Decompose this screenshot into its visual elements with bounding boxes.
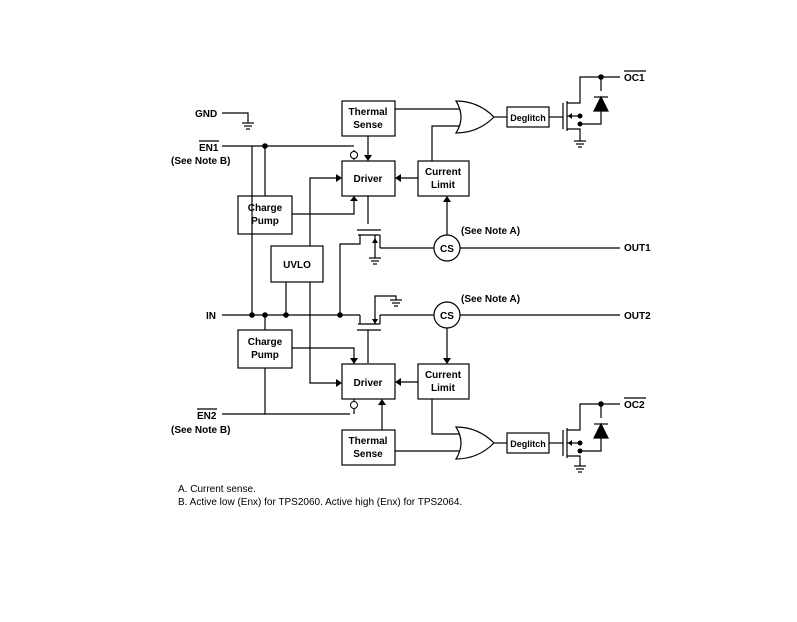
current-limit-2-line1: Current — [425, 370, 462, 381]
arrow-head — [364, 155, 372, 161]
oc1-output-stage — [562, 76, 620, 148]
pin-label-gnd: GND — [195, 109, 217, 120]
en1-note: (See Note B) — [171, 156, 230, 167]
arrow-head — [395, 174, 401, 182]
junction-dot — [577, 121, 583, 127]
junction-dot — [337, 312, 343, 318]
junction-dot — [598, 401, 604, 407]
power-fet-2 — [357, 295, 434, 363]
arrow-head — [443, 358, 451, 364]
or-gate-1 — [454, 100, 495, 134]
driver-1-block — [341, 160, 396, 197]
thermal-sense-2-block — [341, 429, 396, 466]
pin-label-oc2: OC2 — [624, 400, 645, 411]
driver-2-block — [341, 363, 396, 400]
current-limit-2-block — [417, 363, 470, 400]
power-fet-1 — [339, 196, 434, 314]
current-limit-1-block — [417, 160, 470, 197]
junction-dot — [577, 440, 583, 446]
charge-pump-2-line1: Charge — [248, 337, 283, 348]
charge-pump-1-block — [237, 195, 293, 235]
pin-label-in: IN — [206, 311, 216, 322]
uvlo-label: UVLO — [283, 260, 311, 271]
note-b: B. Active low (Enx) for TPS2060. Active … — [178, 497, 462, 508]
limit-to-or-1 — [431, 125, 460, 161]
en2-invert-bubble — [350, 401, 358, 409]
junction-dot — [577, 448, 583, 454]
arrow-head — [443, 196, 451, 202]
thermal-sense-2-line2: Sense — [353, 449, 383, 460]
charge-pump-2-block — [237, 329, 293, 369]
junction-dot — [577, 113, 583, 119]
cs-2-note: (See Note A) — [461, 294, 520, 305]
pin-label-oc1: OC1 — [624, 73, 645, 84]
en1-invert-bubble — [350, 151, 358, 159]
current-limit-1-line2: Limit — [431, 180, 456, 191]
charge-pump-2-line2: Pump — [251, 350, 279, 361]
junction-dot — [249, 312, 255, 318]
arrow-head — [336, 379, 342, 387]
cs-1-label: CS — [440, 244, 454, 255]
driver-1-label: Driver — [354, 174, 383, 185]
pin-label-en1: EN1 — [199, 143, 219, 154]
pin-label-en2: EN2 — [197, 411, 217, 422]
deglitch-2-label: Deglitch — [510, 439, 546, 449]
thermal-sense-1-line2: Sense — [353, 120, 383, 131]
thermal-sense-1-line1: Thermal — [349, 107, 388, 118]
arrow-head — [395, 378, 401, 386]
thermal-sense-2-line1: Thermal — [349, 436, 388, 447]
en2-wire — [264, 368, 350, 415]
arrow-head — [378, 399, 386, 405]
or-gate-2 — [454, 426, 495, 460]
charge-pump-1-line1: Charge — [248, 203, 283, 214]
deglitch-1-label: Deglitch — [510, 113, 546, 123]
arrow-head — [350, 196, 358, 201]
pump-to-driver-2 — [292, 347, 355, 358]
driver-2-label: Driver — [354, 378, 383, 389]
oc2-output-stage — [562, 403, 620, 473]
arrow-head — [350, 358, 358, 364]
pin-label-out1: OUT1 — [624, 243, 651, 254]
gnd-symbol — [222, 112, 254, 130]
current-limit-1-line1: Current — [425, 167, 462, 178]
junction-dot — [283, 312, 289, 318]
uvlo-to-driver-1 — [309, 177, 336, 246]
en1-wire — [222, 145, 358, 160]
uvlo-to-driver-2 — [309, 282, 336, 384]
junction-dot — [598, 74, 604, 80]
uvlo-block — [270, 245, 324, 283]
en2-note: (See Note B) — [171, 425, 230, 436]
pump-to-driver-1 — [292, 201, 355, 215]
pin-label-out2: OUT2 — [624, 311, 651, 322]
current-limit-2-line2: Limit — [431, 383, 456, 394]
thermal-sense-1-block — [341, 100, 396, 137]
note-a: A. Current sense. — [178, 484, 256, 495]
arrow-head — [336, 174, 342, 182]
cs-2-label: CS — [440, 311, 454, 322]
cs-1-note: (See Note A) — [461, 226, 520, 237]
limit-to-or-2 — [431, 399, 460, 435]
charge-pump-1-line2: Pump — [251, 216, 279, 227]
